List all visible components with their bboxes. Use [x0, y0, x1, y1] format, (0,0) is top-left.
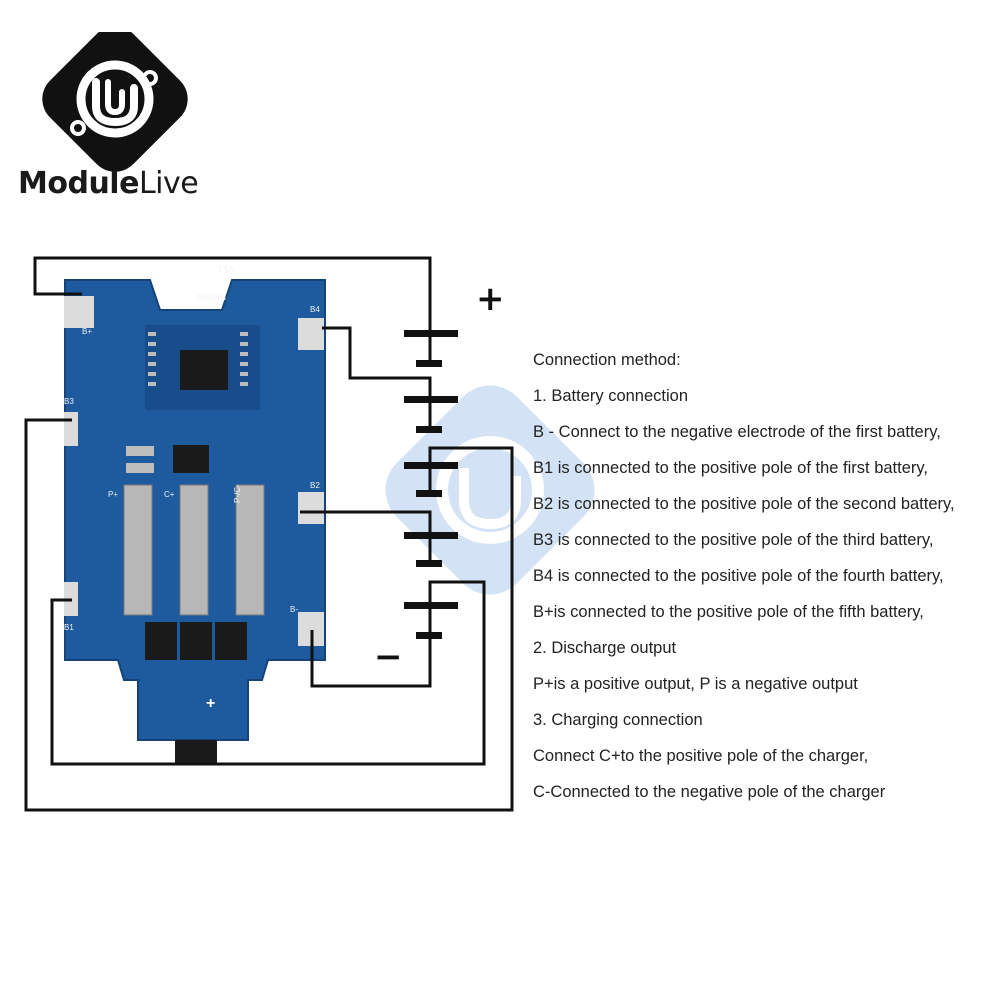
pcb-label-b2: B2 — [310, 481, 320, 490]
small-ic-chip — [173, 445, 209, 473]
terminal-springs — [123, 484, 265, 616]
wire-b3 — [24, 418, 514, 812]
instruction-line: Connect C+to the positive pole of the ch… — [533, 747, 869, 765]
instruction-line: 3. Charging connection — [533, 711, 703, 729]
wire-b-minus — [310, 630, 432, 688]
wire-b2 — [300, 510, 432, 532]
pad-b2 — [298, 492, 324, 524]
mosfet-1 — [145, 622, 177, 660]
pcb-version-label: V1.1 — [217, 264, 234, 273]
instruction-line: B3 is connected to the positive pole of … — [533, 531, 934, 549]
pad-b4 — [298, 318, 324, 350]
pcb-label-b1: B1 — [64, 623, 74, 632]
mosfet-2 — [180, 622, 212, 660]
instruction-line: C-Connected to the negative pole of the … — [533, 783, 886, 801]
instruction-line: B4 is connected to the positive pole of … — [533, 567, 944, 585]
mosfet-3 — [215, 622, 247, 660]
instruction-line: B1 is connected to the positive pole of … — [533, 459, 929, 477]
pcb-label-b4: B4 — [310, 305, 320, 314]
brand-name-part1: Module — [18, 166, 139, 201]
modulelive-logo-icon — [42, 32, 188, 172]
instruction-line: B+is connected to the positive pole of t… — [533, 603, 924, 621]
instruction-line: Connection method: — [533, 351, 681, 369]
pcb-label-c-plus: C+ — [164, 490, 175, 499]
p-c-minus-terminal — [235, 484, 265, 616]
brand-name-part2: Live — [138, 166, 199, 201]
pcb-model-label: MH9952 — [195, 292, 226, 301]
pad-b-plus — [64, 296, 94, 328]
main-ic-chip — [180, 350, 228, 390]
instruction-line: B2 is connected to the positive pole of … — [533, 495, 955, 513]
connector-plug — [175, 740, 217, 764]
battery-positive-label: + — [476, 279, 505, 319]
p-plus-terminal — [123, 484, 153, 616]
battery-negative-label: − — [374, 637, 403, 677]
pcb-label-p-c-minus: P-/C- — [233, 484, 242, 503]
pcb-label-p-plus: P+ — [108, 490, 118, 499]
wiring — [24, 256, 514, 812]
battery-stack — [404, 330, 458, 639]
pcb-label-b-minus: B- — [290, 605, 298, 614]
pcb-output-plus-label: + — [206, 695, 215, 712]
c-plus-terminal — [179, 484, 209, 616]
pcb-label-b3: B3 — [64, 397, 74, 406]
brand-name: ModuleLive — [18, 166, 199, 201]
connection-instructions: Connection method: 1. Battery connection… — [533, 346, 998, 814]
instruction-line: P+is a positive output, P is a negative … — [533, 675, 858, 693]
instruction-line: 1. Battery connection — [533, 387, 689, 405]
wire-b-plus — [33, 256, 432, 330]
instruction-line: 2. Discharge output — [533, 639, 677, 657]
pcb-label-b-plus: B+ — [82, 327, 92, 336]
wire-b4 — [322, 326, 432, 396]
pad-b3 — [64, 412, 78, 446]
instruction-line: B - Connect to the negative electrode of… — [533, 423, 941, 441]
wire-b1 — [50, 580, 486, 766]
